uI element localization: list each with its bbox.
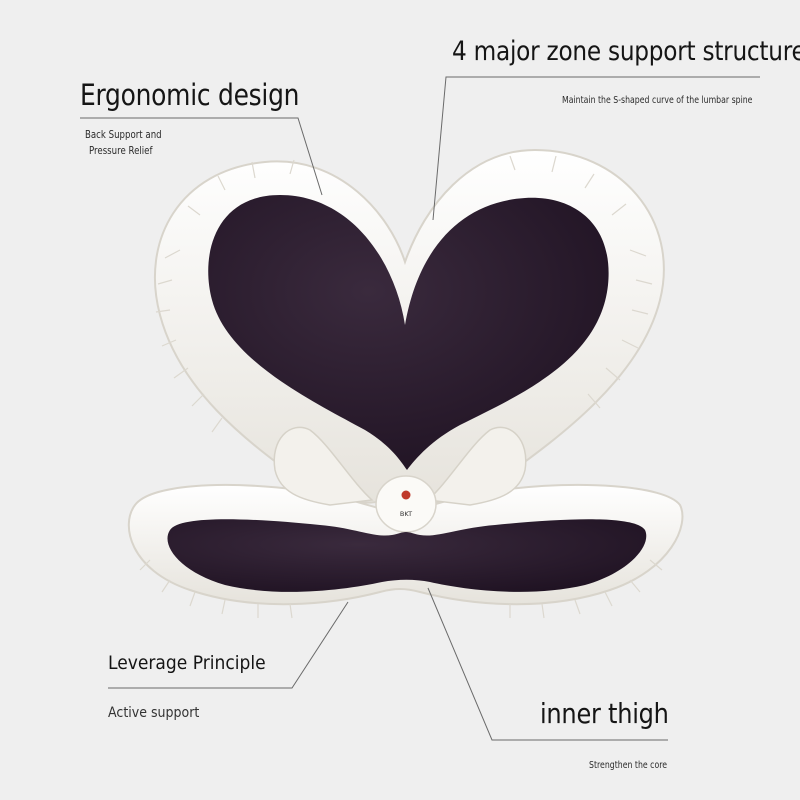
zones-title: 4 major zone support structure [452, 36, 800, 67]
ergonomic-title: Ergonomic design [80, 78, 300, 112]
center-hub [375, 475, 437, 533]
leverage-title: Leverage Principle [108, 652, 266, 674]
back-cushion [208, 195, 609, 470]
brand-logo-icon [401, 490, 411, 500]
thigh-subtitle: Strengthen the core [589, 760, 668, 771]
seat-cushion [167, 519, 647, 592]
ergonomic-line-1: Back Support and [85, 129, 162, 141]
ergonomic-line-2: Pressure Relief [89, 145, 153, 157]
zones-subtitle: Maintain the S-shaped curve of the lumba… [562, 95, 753, 106]
leverage-subtitle: Active support [108, 705, 200, 721]
badge-text: BKT [400, 510, 412, 518]
right-support-arm [426, 426, 527, 506]
left-support-arm [273, 426, 374, 506]
thigh-title: inner thigh [540, 697, 669, 730]
